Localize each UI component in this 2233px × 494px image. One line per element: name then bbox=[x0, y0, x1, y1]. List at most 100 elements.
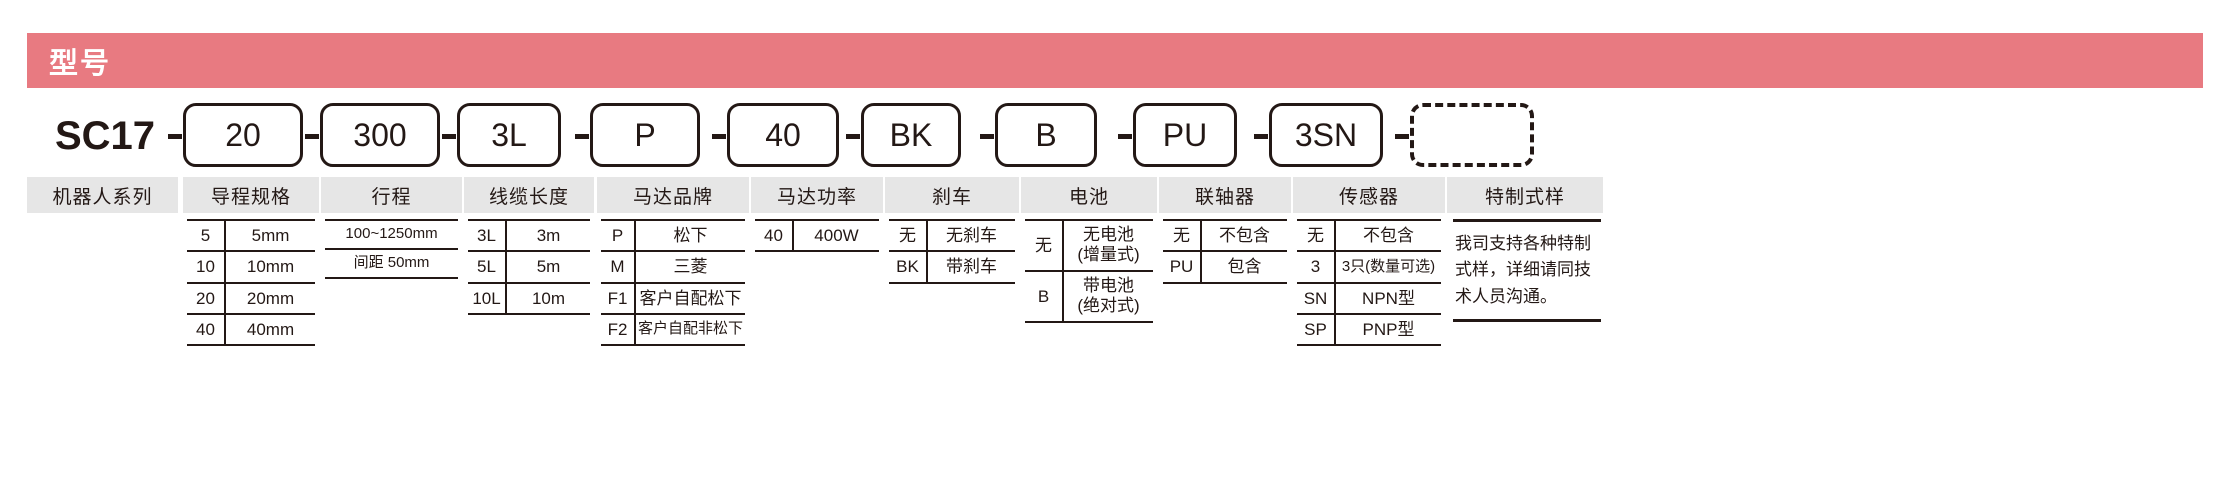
option-desc: 10mm bbox=[225, 250, 315, 284]
table-row: 无无电池(增量式) bbox=[1025, 219, 1153, 272]
option-code: PU bbox=[1163, 250, 1202, 284]
option-code: 5L bbox=[468, 250, 507, 284]
code-connector-dash bbox=[712, 134, 726, 139]
code-box-3l[interactable]: 3L bbox=[457, 103, 561, 167]
category-label-3: 线缆长度 bbox=[464, 177, 594, 213]
option-code: 20 bbox=[187, 281, 226, 315]
option-desc: 三菱 bbox=[634, 250, 745, 284]
section-banner: 型号 bbox=[27, 33, 2203, 88]
option-code: 40 bbox=[755, 218, 794, 253]
table-row: 100~1250mm bbox=[325, 219, 458, 250]
option-desc: 400W bbox=[793, 218, 879, 253]
code-box-bk[interactable]: BK bbox=[861, 103, 961, 167]
option-code: F1 bbox=[601, 281, 636, 315]
option-desc: 5mm bbox=[225, 218, 315, 253]
option-code: B bbox=[1025, 269, 1064, 323]
option-desc: NPN型 bbox=[1335, 281, 1441, 315]
category-label-5: 马达功率 bbox=[751, 177, 883, 213]
option-code: 无 bbox=[1297, 218, 1336, 253]
option-desc: 包含 bbox=[1201, 250, 1287, 284]
option-desc: 不包含 bbox=[1201, 218, 1287, 253]
option-desc: 5m bbox=[506, 250, 590, 284]
category-label-7: 电池 bbox=[1021, 177, 1157, 213]
code-box-20[interactable]: 20 bbox=[183, 103, 303, 167]
code-connector-dash bbox=[980, 134, 994, 139]
code-box-custom[interactable] bbox=[1410, 103, 1534, 167]
category-label-1: 导程规格 bbox=[183, 177, 319, 213]
category-label-0: 机器人系列 bbox=[27, 177, 178, 213]
option-code: 10L bbox=[468, 281, 507, 315]
option-desc: 间距 50mm bbox=[325, 247, 458, 279]
code-box-3sn[interactable]: 3SN bbox=[1269, 103, 1383, 167]
category-labels-row: 机器人系列导程规格行程线缆长度马达品牌马达功率刹车电池联轴器传感器特制式样 bbox=[27, 177, 2203, 213]
code-connector-dash bbox=[305, 134, 319, 139]
code-connector-dash bbox=[1395, 134, 1409, 139]
custom-spec-note: 我司支持各种特制式样，详细请同技术人员沟通。 bbox=[1453, 219, 1601, 323]
option-desc: 不包含 bbox=[1335, 218, 1441, 253]
option-desc: 松下 bbox=[634, 218, 745, 253]
code-box-300[interactable]: 300 bbox=[320, 103, 440, 167]
option-desc: 10m bbox=[506, 281, 590, 315]
option-code: 无 bbox=[1025, 219, 1064, 272]
option-code: P bbox=[601, 218, 636, 253]
code-connector-dash bbox=[846, 134, 860, 139]
section-title: 型号 bbox=[49, 47, 112, 80]
option-code: SN bbox=[1297, 281, 1336, 315]
option-desc: 客户自配松下 bbox=[634, 281, 745, 315]
option-desc: 20mm bbox=[225, 281, 315, 315]
option-code: 3L bbox=[468, 218, 507, 253]
option-code: 无 bbox=[889, 218, 928, 253]
table-row: 无不包含 bbox=[1297, 218, 1441, 253]
category-label-2: 行程 bbox=[321, 177, 462, 213]
code-box-p[interactable]: P bbox=[590, 103, 700, 167]
table-row: 无无刹车 bbox=[889, 218, 1015, 253]
option-desc: 3只(数量可选) bbox=[1335, 250, 1441, 284]
category-label-4: 马达品牌 bbox=[597, 177, 749, 213]
model-code-prefix: SC17 bbox=[54, 114, 156, 158]
category-label-9: 传感器 bbox=[1293, 177, 1445, 213]
category-label-10: 特制式样 bbox=[1447, 177, 1603, 213]
model-code-row: SC17 20 300 3L P 40 BK B PU 3SN bbox=[27, 103, 2203, 167]
code-box-b[interactable]: B bbox=[995, 103, 1097, 167]
option-code: M bbox=[601, 250, 636, 284]
code-connector-dash bbox=[168, 134, 182, 139]
option-code: F2 bbox=[601, 312, 636, 347]
code-box-40[interactable]: 40 bbox=[727, 103, 839, 167]
category-label-8: 联轴器 bbox=[1159, 177, 1291, 213]
option-code: 40 bbox=[187, 312, 226, 347]
code-box-pu[interactable]: PU bbox=[1133, 103, 1237, 167]
option-desc: 客户自配非松下 bbox=[634, 312, 745, 347]
table-row: 间距 50mm bbox=[325, 247, 458, 279]
option-desc: 40mm bbox=[225, 312, 315, 347]
option-desc: PNP型 bbox=[1335, 312, 1441, 347]
category-label-6: 刹车 bbox=[885, 177, 1019, 213]
option-desc: 无刹车 bbox=[927, 218, 1015, 253]
